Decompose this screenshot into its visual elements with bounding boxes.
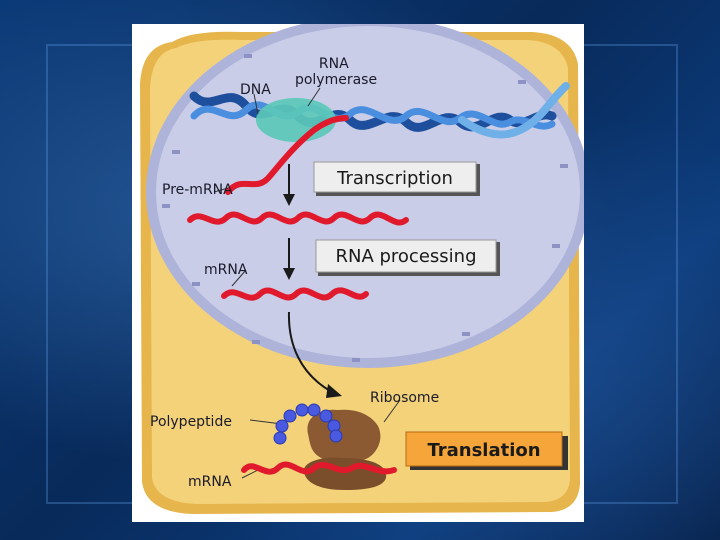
rna-polymerase <box>256 98 336 142</box>
mrna-strand-cytoplasm <box>241 461 397 475</box>
dna-helix <box>189 82 570 139</box>
ribosome-label: Ribosome <box>370 390 439 406</box>
polypeptide-chain <box>273 403 343 445</box>
rna-processing-label: RNA processing <box>335 246 476 267</box>
arrow-transcription <box>283 164 295 206</box>
arrow-rna-processing <box>283 238 295 280</box>
arrow-export <box>287 311 342 398</box>
dna-label: DNA <box>240 82 271 98</box>
polypeptide-label: Polypeptide <box>150 414 232 430</box>
gene-expression-diagram: Transcription RNA processing <box>140 24 584 514</box>
rna-polymerase-line-1: RNA <box>319 56 349 72</box>
mrna-cytoplasm-label: mRNA <box>188 474 232 490</box>
translation-label: Translation <box>427 440 540 461</box>
transcription-label: Transcription <box>336 168 453 189</box>
translation-box: Translation <box>405 431 568 470</box>
diagram-panel: Transcription RNA processing <box>132 24 584 522</box>
rna-processing-box: RNA processing <box>315 239 500 276</box>
transcription-box: Transcription <box>313 161 480 196</box>
pre-mrna-strand <box>187 211 409 226</box>
nuclear-pores <box>162 54 568 362</box>
nascent-rna <box>225 115 349 195</box>
rna-polymerase-label: RNA polymerase <box>295 56 377 88</box>
pre-mrna-label: Pre-mRNA <box>162 182 233 198</box>
ribosome <box>303 409 387 490</box>
rna-polymerase-line-2: polymerase <box>295 72 377 88</box>
mrna-strand-nucleus <box>221 287 369 301</box>
mrna-nucleus-label: mRNA <box>204 262 248 278</box>
